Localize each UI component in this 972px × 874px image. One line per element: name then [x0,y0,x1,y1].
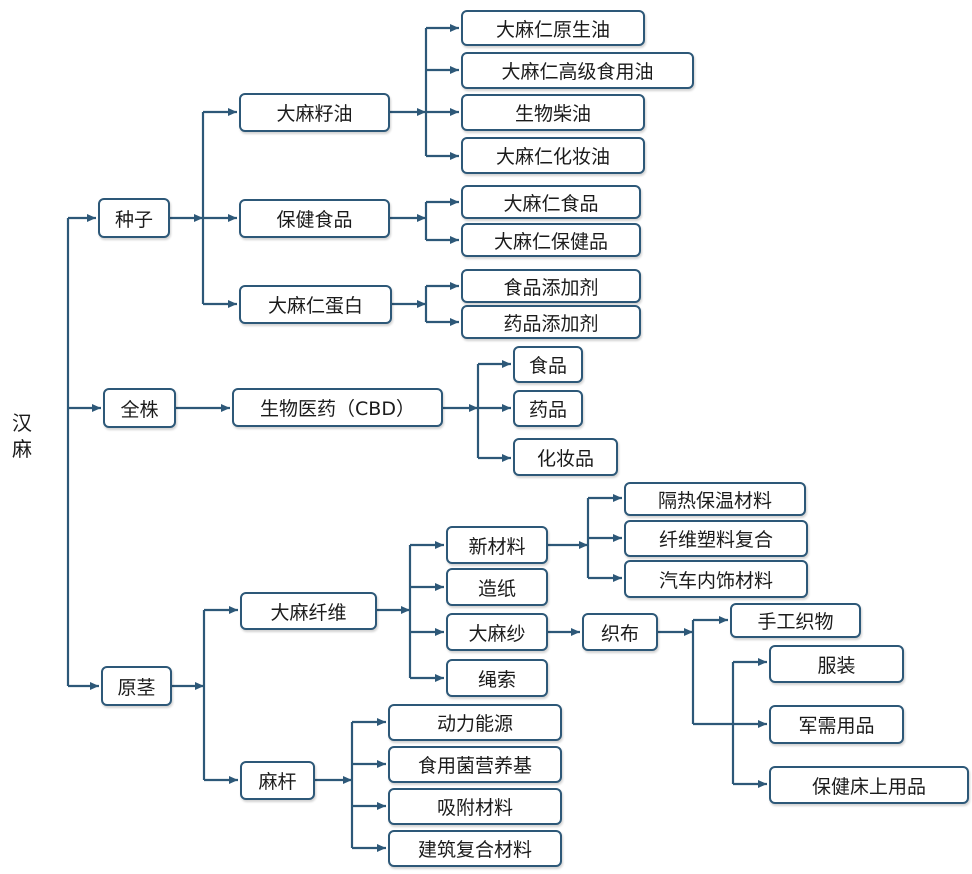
root-label-hemp: 汉 麻 [10,410,34,462]
node-military-supplies: 军需用品 [769,705,904,744]
node-food-additive: 食品添加剂 [461,269,641,303]
node-insulation-material: 隔热保温材料 [624,482,806,516]
node-new-material: 新材料 [446,526,548,564]
node-stem: 原茎 [101,666,172,706]
node-health-food: 保健食品 [239,199,390,238]
node-absorbent-material: 吸附材料 [388,788,562,825]
node-papermaking: 造纸 [446,568,548,606]
node-health-bedding: 保健床上用品 [769,766,969,804]
node-premium-edible-oil: 大麻仁高级食用油 [461,52,694,89]
node-seed-health-product: 大麻仁保健品 [461,223,641,257]
node-cbd-medicine: 生物医药（CBD） [232,388,443,427]
node-hemp-fiber: 大麻纤维 [240,592,377,630]
node-raw-oil: 大麻仁原生油 [461,10,645,46]
node-drug-additive: 药品添加剂 [461,305,641,339]
node-food: 食品 [513,346,583,383]
node-rope: 绳索 [446,659,548,697]
node-handmade-fabric: 手工织物 [730,603,861,638]
node-seed: 种子 [98,198,170,238]
node-building-composite: 建筑复合材料 [388,830,562,867]
node-hemp-protein: 大麻仁蛋白 [239,285,392,324]
node-weaving: 织布 [582,613,658,651]
node-clothing: 服装 [769,645,904,683]
node-hemp-yarn: 大麻纱 [446,613,548,651]
node-mushroom-substrate: 食用菌营养基 [388,746,562,783]
node-drug: 药品 [513,390,583,427]
root-char-2: 麻 [12,437,32,461]
node-fiber-plastic-composite: 纤维塑料复合 [624,520,808,557]
node-cosmetics: 化妆品 [513,438,618,476]
node-power-energy: 动力能源 [388,704,562,741]
node-cosmetic-oil: 大麻仁化妆油 [461,137,645,174]
root-char-1: 汉 [12,411,32,435]
node-auto-interior-material: 汽车内饰材料 [624,560,808,598]
node-biodiesel: 生物柴油 [461,94,645,131]
node-seed-oil: 大麻籽油 [239,93,390,132]
node-hemp-stalk: 麻杆 [240,761,315,800]
node-whole-plant: 全株 [103,388,176,428]
node-seed-food: 大麻仁食品 [461,185,641,219]
